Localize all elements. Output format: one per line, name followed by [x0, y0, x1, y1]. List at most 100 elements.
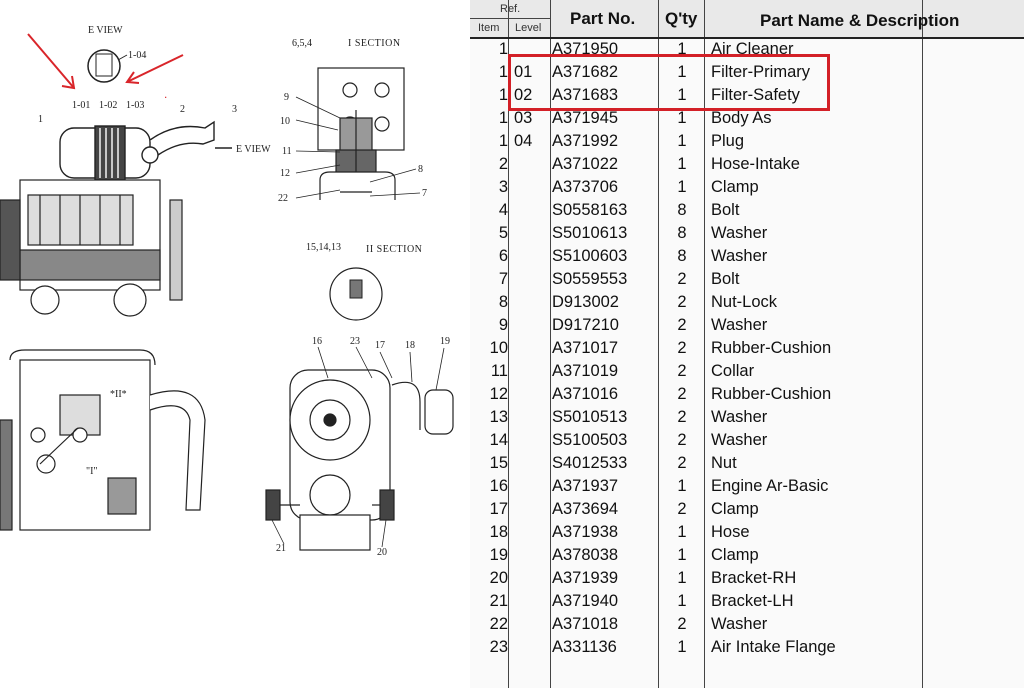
cell-part-name: Washer — [711, 224, 768, 242]
cell-item: 1 — [498, 109, 508, 127]
cell-part-name: Washer — [711, 615, 768, 633]
cell-part-name: Bolt — [711, 270, 740, 288]
cell-qty: 1 — [677, 155, 687, 173]
cell-qty: 8 — [677, 224, 687, 242]
cell-qty: 1 — [677, 178, 687, 196]
cell-qty: 2 — [677, 362, 687, 380]
cell-part-name: Hose — [711, 523, 750, 541]
callout-8: 8 — [418, 164, 423, 175]
e-view-label: E VIEW — [88, 25, 123, 36]
cell-part-name: Rubber-Cushion — [711, 385, 832, 403]
air-cleaner-drawing: E VIEW — [59, 120, 271, 181]
cell-level: 04 — [514, 132, 533, 150]
red-arrows — [27, 33, 184, 90]
cell-part-no: S0559553 — [552, 270, 628, 288]
cell-item: 7 — [498, 270, 508, 288]
cell-level: 03 — [514, 109, 533, 127]
cell-qty: 2 — [677, 454, 687, 472]
cell-part-name: Clamp — [711, 500, 759, 518]
cell-item: 18 — [489, 523, 508, 541]
callout-15-14-13: 15,14,13 — [306, 242, 341, 253]
red-dot: . — [164, 87, 167, 101]
cell-item: 20 — [489, 569, 508, 587]
cell-level: 01 — [514, 63, 533, 81]
cell-part-no: S5010613 — [552, 224, 628, 242]
header-item: Item — [478, 22, 500, 34]
cell-item: 13 — [489, 408, 508, 426]
exploded-parts-diagram: . E VIEW 1-04 1-01 1-02 1-03 1 2 3 E VIE… — [0, 0, 470, 688]
cell-part-name: Body As — [711, 109, 772, 127]
cell-qty: 2 — [677, 339, 687, 357]
cell-qty: 2 — [677, 385, 687, 403]
header-level: Level — [515, 22, 542, 34]
parts-list-table: Ref. Item Level Part No. Q'ty Part Name … — [470, 0, 1024, 688]
engine-side-view — [0, 349, 206, 531]
callout-2: 2 — [180, 104, 185, 115]
cell-qty: 2 — [677, 270, 687, 288]
callout-19: 19 — [440, 336, 450, 347]
cell-item: 17 — [489, 500, 508, 518]
cell-qty: 1 — [677, 569, 687, 587]
column-divider — [508, 0, 509, 688]
header-part-no: Part No. — [570, 9, 636, 28]
cell-part-no: A371017 — [552, 339, 619, 357]
cell-part-name: Nut — [711, 454, 737, 472]
cell-part-name: Washer — [711, 316, 768, 334]
callout-3: 3 — [232, 104, 237, 115]
cell-part-name: Hose-Intake — [711, 155, 800, 173]
cell-part-no: A371682 — [552, 63, 619, 81]
cell-item: 1 — [498, 86, 508, 104]
cell-part-no: A371022 — [552, 155, 619, 173]
cell-part-no: D917210 — [552, 316, 619, 334]
cell-part-no: A371939 — [552, 569, 619, 587]
cell-item: 8 — [498, 293, 508, 311]
e-view-valve — [95, 53, 113, 77]
callout-7: 7 — [422, 188, 427, 199]
cell-qty: 1 — [677, 63, 687, 81]
cell-part-name: Air Intake Flange — [711, 638, 836, 656]
cell-part-no: A371683 — [552, 86, 619, 104]
cell-item: 1 — [498, 40, 508, 58]
cell-item: 4 — [498, 201, 508, 219]
engine-front-view — [265, 369, 454, 551]
cell-qty: 1 — [677, 592, 687, 610]
callout-12: 12 — [280, 168, 290, 179]
cell-part-no: A371940 — [552, 592, 619, 610]
red-highlight-box — [508, 54, 830, 111]
table-header — [470, 0, 1024, 38]
cell-part-name: Engine Ar-Basic — [711, 477, 829, 495]
section-1-leaders — [295, 96, 421, 199]
callout-6-5-4: 6,5,4 — [292, 38, 312, 49]
section-1-drawing — [317, 67, 405, 200]
cell-item: 3 — [498, 178, 508, 196]
cell-item: 6 — [498, 247, 508, 265]
cell-qty: 2 — [677, 408, 687, 426]
table-row: 7 S0559553 2 Bolt — [470, 270, 1024, 293]
cell-part-name: Clamp — [711, 546, 759, 564]
cell-part-name: Air Cleaner — [711, 40, 794, 58]
cell-qty: 2 — [677, 293, 687, 311]
cell-part-name: Bracket-RH — [711, 569, 797, 587]
table-row: 20 A371939 1 Bracket-RH — [470, 569, 1024, 592]
cell-part-no: S4012533 — [552, 454, 628, 472]
cell-qty: 1 — [677, 523, 687, 541]
cell-part-name: Collar — [711, 362, 755, 380]
header-ref: Ref. — [500, 3, 521, 15]
callout-20: 20 — [377, 547, 387, 558]
cell-item: 15 — [489, 454, 508, 472]
cell-part-no: A373694 — [552, 500, 619, 518]
